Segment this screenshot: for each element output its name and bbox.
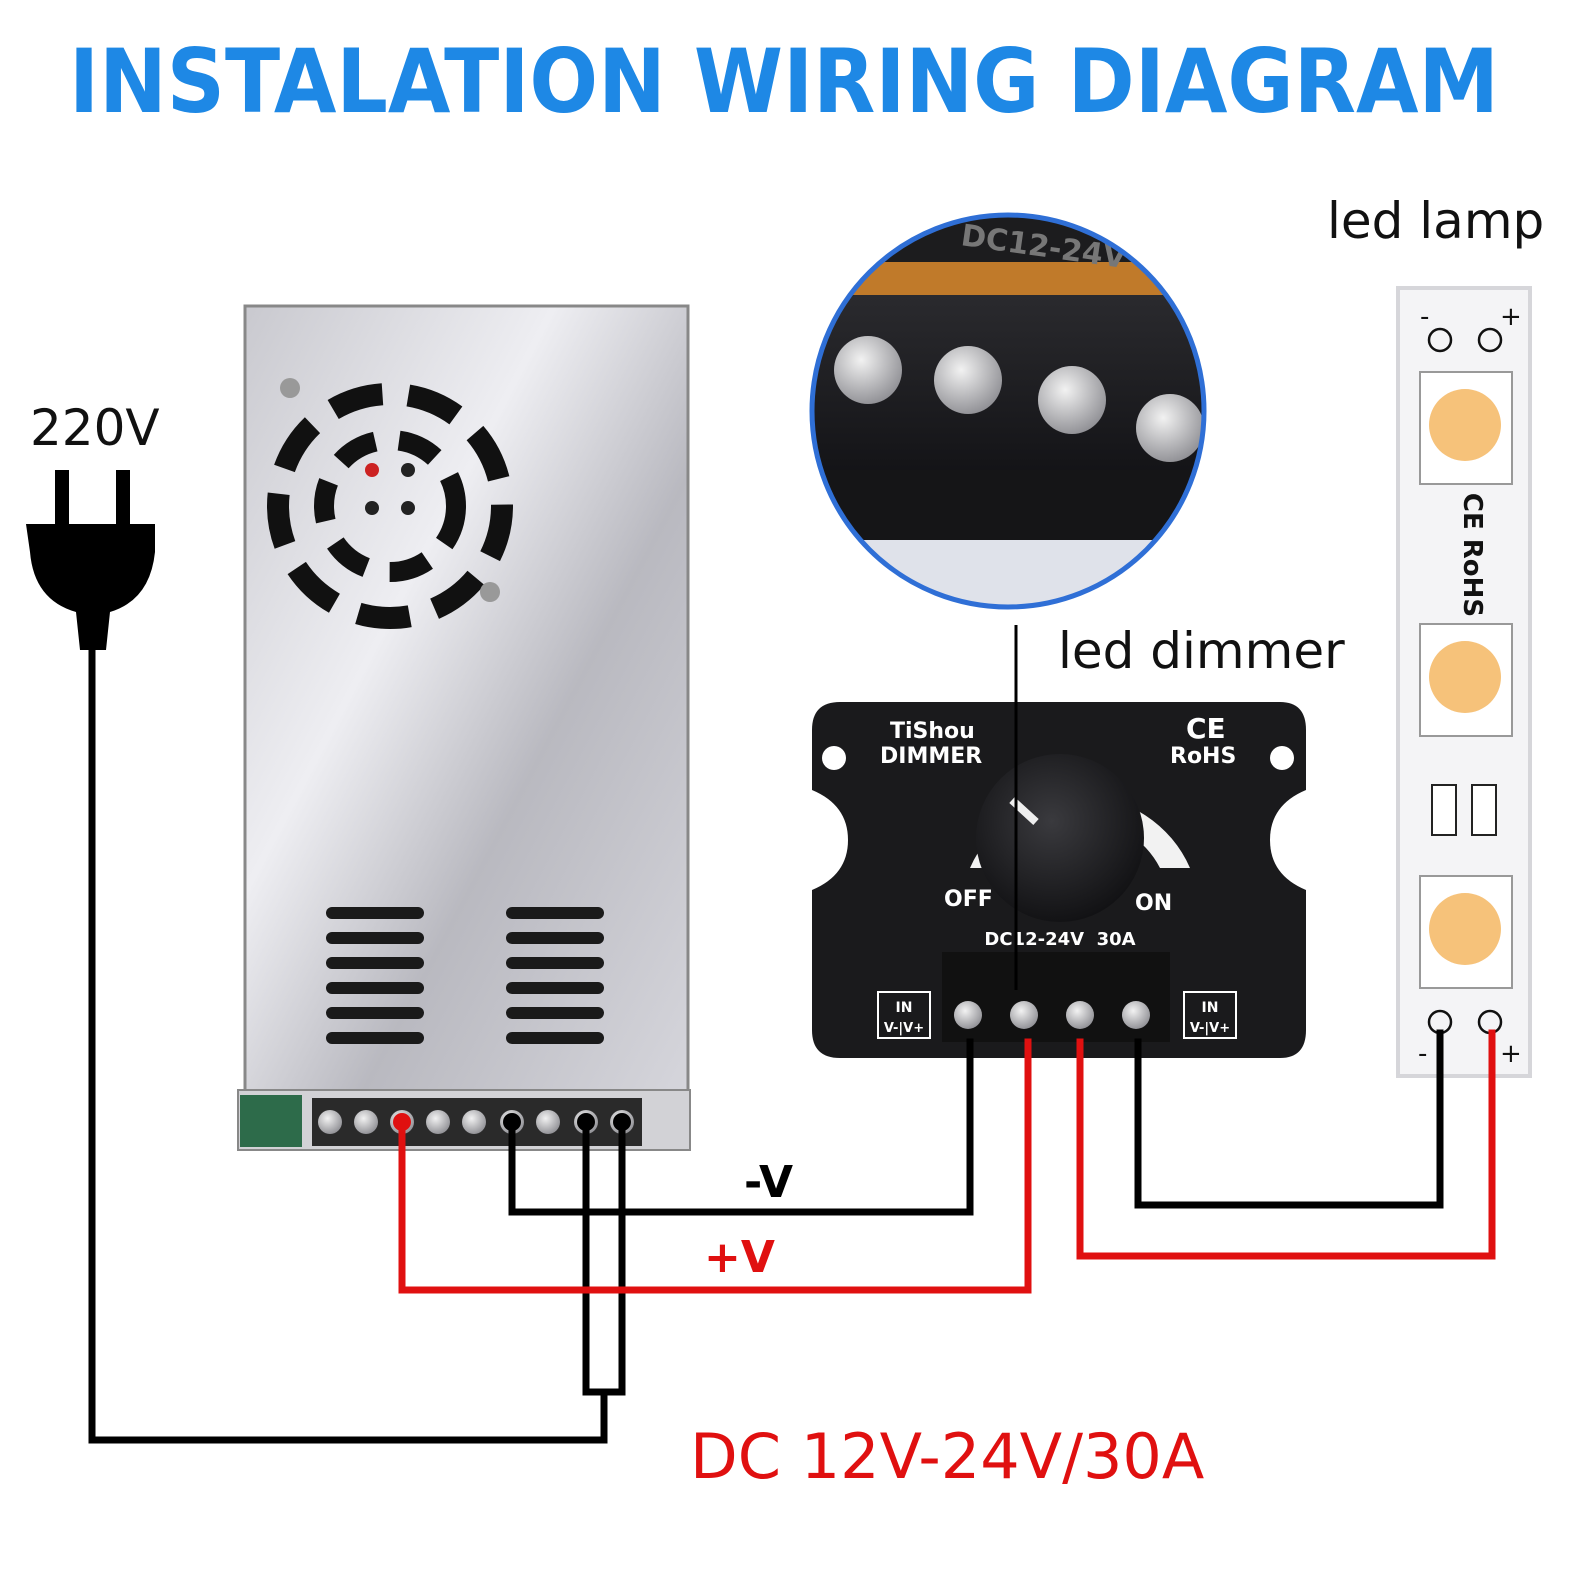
strip-minus-top: - xyxy=(1420,302,1429,332)
svg-text:IN: IN xyxy=(1202,1000,1219,1016)
dimmer-model: DIMMER xyxy=(880,744,982,769)
dimmer-brand: TiShou xyxy=(890,719,975,744)
dimmer-rohs-mark: RoHS xyxy=(1170,744,1236,769)
led-strip: - + CE RoHS - + xyxy=(1396,286,1532,1078)
svg-text:IN: IN xyxy=(896,1000,913,1016)
strip-cert-mark: CE RoHS xyxy=(1457,493,1487,617)
negative-wire-label: -V xyxy=(744,1157,793,1208)
svg-text:V-|V+: V-|V+ xyxy=(1190,1021,1230,1036)
dimmer-knob[interactable] xyxy=(976,754,1144,922)
vent-slots xyxy=(326,907,604,1044)
positive-wire-label: +V xyxy=(704,1232,775,1283)
power-supply xyxy=(237,304,691,1151)
screw-icon xyxy=(280,378,300,398)
negative-wire-supply xyxy=(508,1038,974,1216)
resistor xyxy=(1471,784,1497,836)
led-dimmer: TiShou DIMMER CE RoHS OFF ON DC12-24V 30… xyxy=(812,702,1306,1058)
negative-wire-lamp xyxy=(1134,1029,1444,1209)
ac-wire-plug xyxy=(88,646,608,1444)
strip-minus-bottom: - xyxy=(1418,1039,1427,1069)
dimmer-rating: DC12-24V 30A xyxy=(984,929,1135,950)
terminal-zoom-view: DC12-24V xyxy=(809,212,1207,610)
wires xyxy=(88,646,1496,1444)
pcb-board xyxy=(240,1095,302,1147)
dimmer-input-label-right: IN V-|V+ xyxy=(1183,991,1237,1039)
page-title: INSTALATION WIRING DIAGRAM xyxy=(69,30,1499,133)
dimmer-ce-mark: CE xyxy=(1186,712,1226,745)
positive-wire-lamp xyxy=(1076,1029,1496,1260)
strip-plus-bottom: + xyxy=(1500,1039,1522,1069)
strip-plus-top: + xyxy=(1500,302,1522,332)
resistor xyxy=(1431,784,1457,836)
output-spec: DC 12V-24V/30A xyxy=(690,1420,1204,1493)
led-lamp-label: led lamp xyxy=(1327,192,1544,250)
fan-icon xyxy=(267,383,513,629)
led-chip xyxy=(1419,371,1513,485)
led-dimmer-label: led dimmer xyxy=(1058,622,1345,680)
positive-wire-supply xyxy=(398,1038,1032,1294)
svg-text:V-|V+: V-|V+ xyxy=(884,1021,924,1036)
screw-icon xyxy=(480,582,500,602)
ac-wire-loop xyxy=(582,1118,626,1396)
dimmer-on-label: ON xyxy=(1135,891,1172,916)
power-plug-icon xyxy=(26,470,155,650)
dimmer-input-label-left: IN V-|V+ xyxy=(877,991,931,1039)
led-chip xyxy=(1419,623,1513,737)
plug-voltage-label: 220V xyxy=(30,399,160,457)
led-chip xyxy=(1419,875,1513,989)
dimmer-off-label: OFF xyxy=(944,887,993,912)
